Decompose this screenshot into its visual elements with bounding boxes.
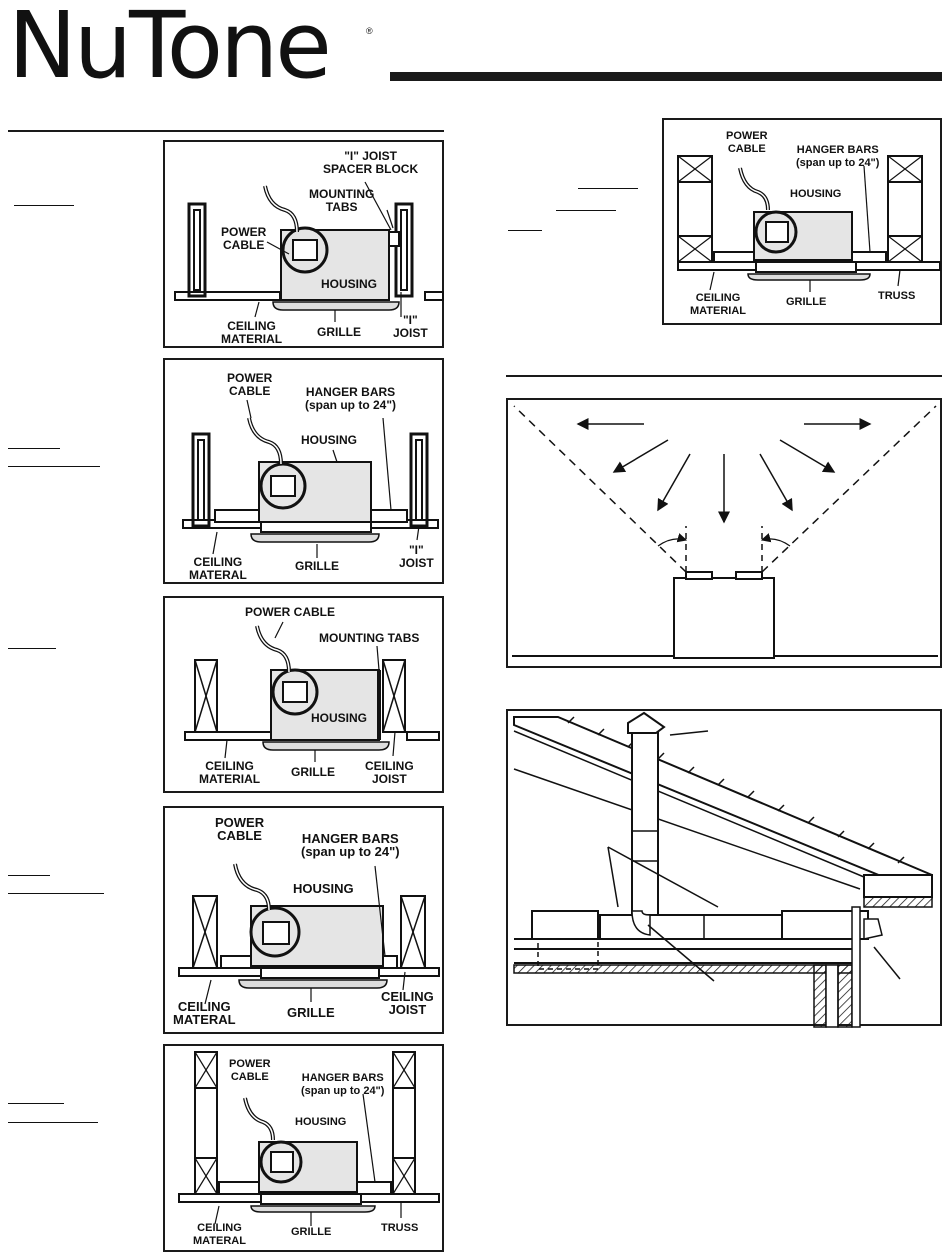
label-grille: GRILLE — [786, 296, 827, 308]
label-housing: HOUSING — [790, 188, 842, 200]
diagram-i-joist-hanger — [182, 399, 439, 558]
text-underline — [8, 1122, 98, 1123]
text-underline — [8, 448, 60, 449]
text-underline — [14, 205, 74, 206]
figure-roof-duct — [506, 709, 942, 1028]
label-housing: HOUSING — [321, 277, 378, 291]
text-underline — [8, 466, 100, 467]
truss-right — [392, 1051, 416, 1195]
label-housing: HOUSING — [295, 1116, 347, 1128]
text-underline — [578, 188, 638, 189]
label-hanger-bars: HANGER BARS(span up to 24") — [301, 831, 400, 859]
section-rule-right — [506, 375, 942, 377]
truss-left — [194, 1051, 218, 1195]
label-grille: GRILLE — [291, 765, 335, 779]
label-hanger-bars: HANGER BARS(span up to 24") — [305, 385, 397, 412]
text-underline — [508, 230, 542, 231]
text-underline — [8, 648, 56, 649]
diagram-ceiling-joist-hanger — [178, 863, 440, 1005]
joist-right — [400, 895, 426, 969]
joist-left — [192, 895, 218, 969]
label-truss: TRUSS — [381, 1222, 419, 1234]
truss-left — [677, 155, 713, 263]
registered-mark: ® — [366, 26, 373, 36]
label-hanger-bars: HANGER BARS(span up to 24") — [796, 144, 880, 169]
figure-airflow-discharge — [506, 398, 942, 668]
label-grille: GRILLE — [291, 1226, 332, 1238]
diagram-roof-duct — [513, 711, 933, 1028]
brand-logo: NuTone — [8, 0, 332, 99]
text-underline — [8, 893, 104, 894]
label-grille: GRILLE — [317, 325, 361, 339]
section-rule-left — [8, 130, 444, 132]
diagram-truss-left — [178, 1051, 440, 1226]
joist-left — [194, 659, 218, 733]
label-hanger-bars: HANGER BARS(span up to 24") — [301, 1072, 385, 1097]
truss-right — [887, 155, 923, 263]
label-housing: HOUSING — [311, 711, 368, 725]
text-underline — [8, 875, 50, 876]
diagram-ceiling-joist — [184, 621, 440, 762]
label-power-cable: POWER CABLE — [245, 605, 335, 619]
text-underline — [556, 210, 616, 211]
label-grille: GRILLE — [295, 559, 339, 573]
label-grille: GRILLE — [287, 1005, 335, 1020]
label-mounting-tabs: MOUNTING TABS — [319, 631, 420, 645]
label-housing: HOUSING — [301, 433, 358, 447]
figure-ceiling-joist-mounting-tabs: POWER CABLE MOUNTING TABS HOUSING CEILIN… — [163, 596, 444, 793]
label-housing: HOUSING — [293, 881, 354, 896]
joist-right — [382, 659, 406, 733]
diagram-i-joist — [174, 181, 444, 322]
label-i-joist: "I"JOIST — [399, 543, 434, 570]
text-underline — [8, 1103, 64, 1104]
label-i-joist: "I"JOIST — [393, 313, 428, 340]
header-bar — [390, 72, 942, 81]
diagram-truss-right — [677, 155, 941, 292]
label-truss: TRUSS — [878, 290, 916, 302]
diagram-airflow — [512, 405, 938, 659]
